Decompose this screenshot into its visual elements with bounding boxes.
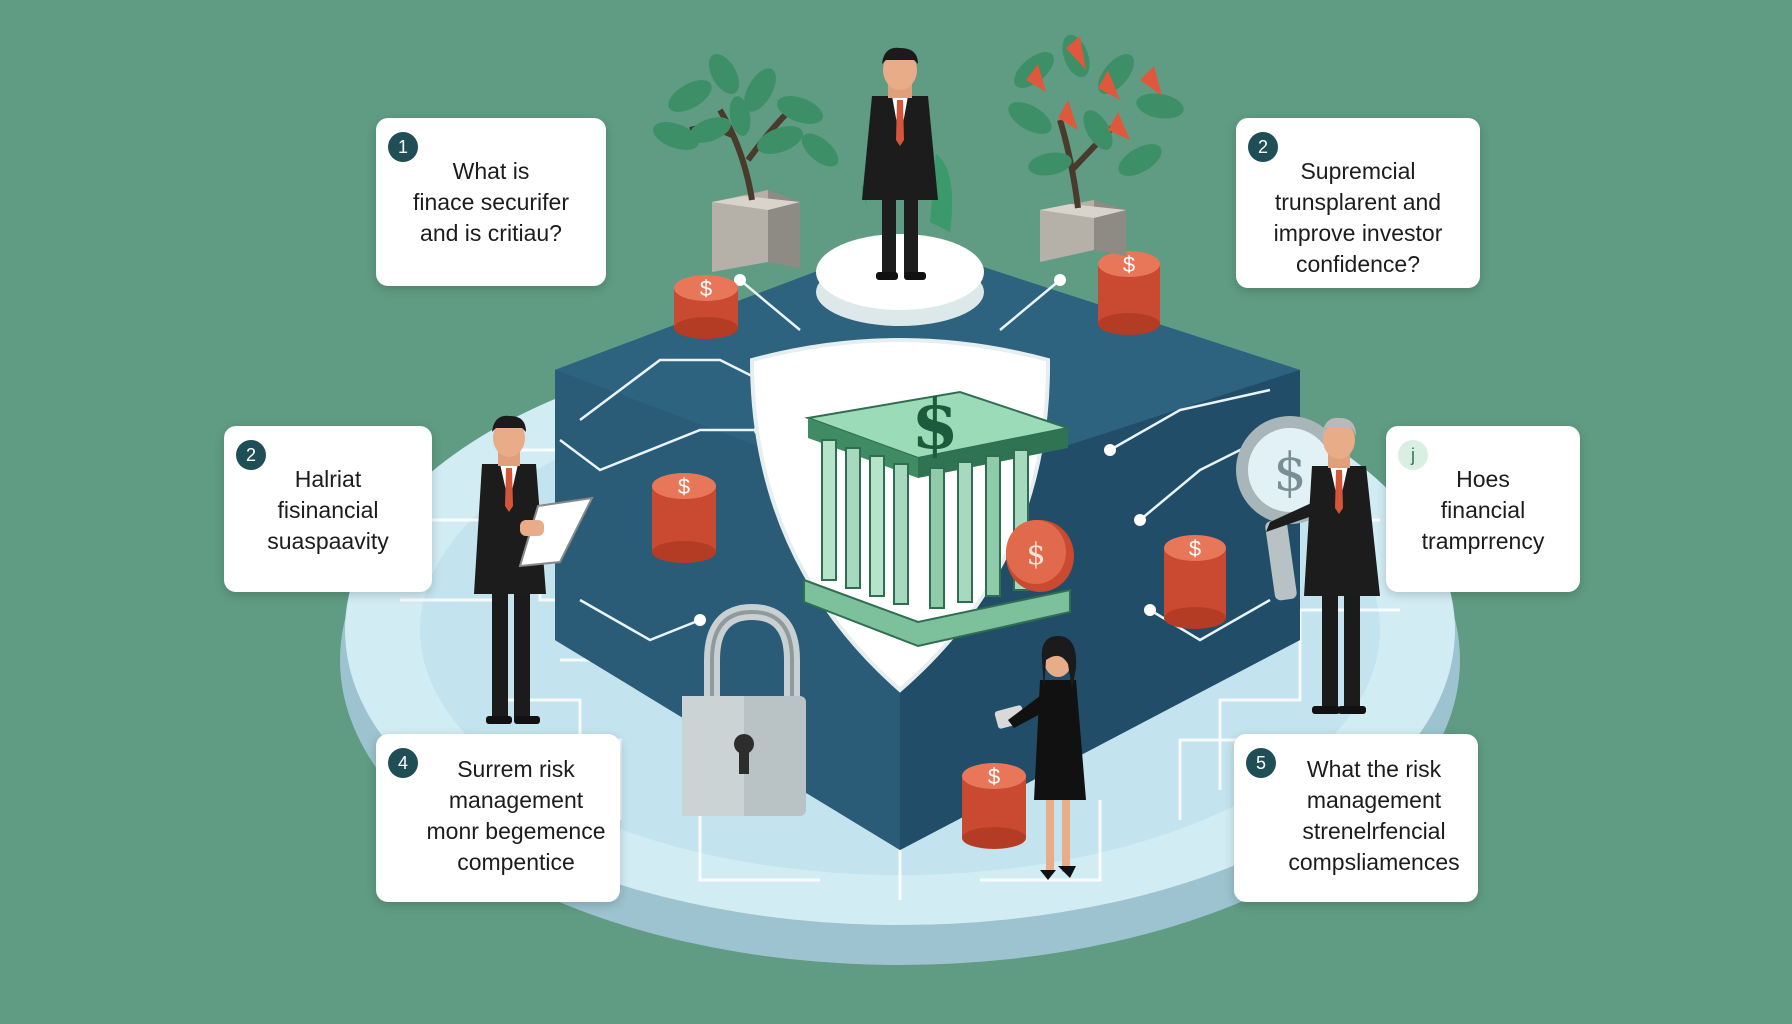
padlock-icon [682,603,806,816]
info-card-5: 5 What the risk management strenelrfenci… [1234,734,1478,902]
coin-dollar-symbol: $ [1189,536,1201,561]
businesswoman [994,636,1086,880]
coin-stack: $ [674,275,738,339]
coin-dollar-symbol: $ [700,276,712,301]
coin-stack: $ [1098,251,1160,335]
coin-dollar-symbol: $ [678,474,690,499]
card-number-badge: j [1398,440,1428,470]
coin-stack: $ [962,763,1026,849]
card-number-badge: 4 [388,748,418,778]
info-card-2-top: 2 Supremcial trunsplarent and improve in… [1236,118,1480,288]
card-number-badge: 2 [1248,132,1278,162]
coin-dollar-symbol: $ [1123,252,1135,277]
info-card-3-right: j Hoes financial tramprrency [1386,426,1580,592]
businessman-top [861,47,953,280]
card-number-badge: 2 [236,440,266,470]
card-text: What the risk management strenelrfencial… [1288,756,1460,875]
potted-tree-icon [653,54,839,272]
card-text: Hoes financial tramprrency [1421,466,1545,554]
card-text: Halriat fisinancial suaspaavity [267,466,389,554]
businessman-right [1266,417,1380,714]
businessman-left [474,415,594,724]
card-text: Surrem risk management monr begemence co… [426,756,606,875]
dollar-coin-icon: $ [1006,520,1074,592]
coin-stack: $ [652,473,716,563]
magnifier-dollar-symbol: $ [1273,443,1306,503]
info-card-1: 1 What is finace securifer and is critia… [376,118,606,286]
info-card-4: 4 Surrem risk management monr begemence … [376,734,620,902]
card-text: What is finace securifer and is critiau? [413,158,569,246]
coin-dollar-symbol: $ [988,764,1000,789]
card-number-badge: 5 [1246,748,1276,778]
card-number-badge: 1 [388,132,418,162]
potted-tree-icon [1008,34,1184,262]
top-pedestal [816,234,984,326]
coin-stack: $ [1164,535,1226,629]
coin-dollar-symbol: $ [1026,537,1045,572]
card-text: Supremcial trunsplarent and improve inve… [1273,158,1443,277]
info-card-2-left: 2 Halriat fisinancial suaspaavity [224,426,432,592]
bank-dollar-symbol: $ [911,385,958,465]
